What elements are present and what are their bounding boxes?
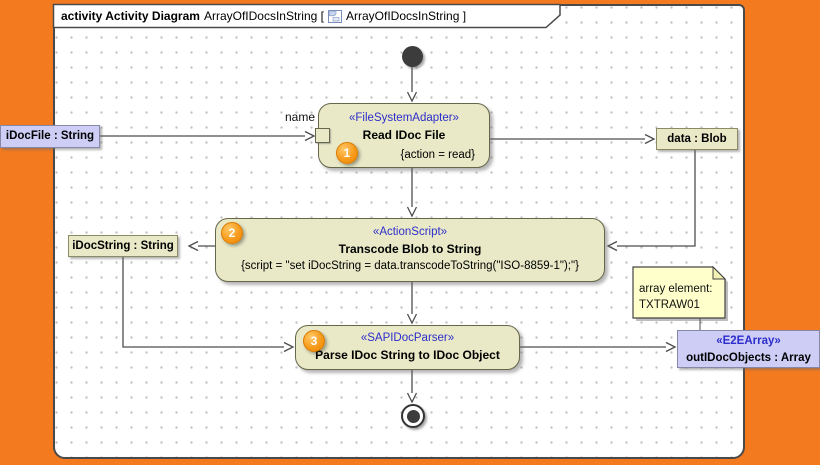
action-transcode-blob-to-string[interactable]: «ActionScript» Transcode Blob to String …: [215, 218, 605, 282]
stereotype-label: «SAPIDocParser»: [360, 332, 455, 344]
action-name: Read IDoc File: [362, 128, 446, 142]
note-text[interactable]: array element: TXTRAW01: [639, 281, 723, 313]
edge-read-to-transcode[interactable]: [406, 168, 418, 218]
action-name: Parse IDoc String to IDoc Object: [315, 348, 500, 362]
edge-initial-to-read[interactable]: [406, 67, 418, 103]
step-badge-1: 1: [336, 142, 358, 164]
initial-node[interactable]: [402, 46, 423, 67]
input-pin[interactable]: [315, 128, 330, 143]
diagram-icon: [328, 10, 342, 23]
step-badge-2: 2: [221, 222, 243, 244]
object-name: outIDocObjects : Array: [686, 352, 811, 364]
edge-idocstring-to-parse[interactable]: [122, 257, 295, 353]
action-name: Transcode Blob to String: [338, 242, 482, 256]
stereotype-label: «E2EArray»: [716, 335, 781, 347]
object-node-idocstring[interactable]: iDocString : String: [68, 235, 178, 257]
action-constraint: {action = read}: [400, 149, 476, 161]
action-parse-idoc-string[interactable]: «SAPIDocParser» Parse IDoc String to IDo…: [295, 325, 520, 370]
object-node-outidocobjects[interactable]: «E2EArray» outIDocObjects : Array: [677, 330, 820, 368]
final-node-dot: [406, 409, 420, 423]
frame-title: activity Activity Diagram ArrayOfIDocsIn…: [61, 8, 466, 25]
note-shape[interactable]: [632, 266, 726, 319]
step-badge-3: 3: [303, 330, 325, 352]
edge-data-to-transcode[interactable]: [606, 150, 696, 252]
edge-parse-to-final[interactable]: [406, 370, 418, 404]
note-fold-corner: [712, 265, 727, 280]
stereotype-label: «FileSystemAdapter»: [349, 112, 459, 124]
action-script-constraint: {script = "set iDocString = data.transco…: [241, 260, 579, 272]
frame-title-ref: ArrayOfIDocsInString ]: [346, 9, 467, 23]
note-line-2: TXTRAW01: [639, 299, 700, 311]
edge-read-to-data[interactable]: [490, 133, 656, 145]
frame-title-keyword: activity Activity Diagram: [61, 9, 200, 23]
stereotype-label: «ActionScript»: [372, 226, 448, 238]
frame-title-pentagon: [52, 3, 561, 29]
frame-title-name: ArrayOfIDocsInString [: [203, 9, 324, 23]
object-node-idocfile[interactable]: iDocFile : String: [0, 125, 100, 148]
edge-parse-to-out[interactable]: [520, 341, 677, 353]
edge-name-label[interactable]: name: [285, 110, 316, 124]
edge-transcode-to-parse[interactable]: [406, 282, 418, 325]
note-line-1: array element:: [639, 283, 713, 295]
object-node-data-blob[interactable]: data : Blob: [656, 128, 738, 150]
edge-idocfile-to-read-pin[interactable]: [100, 130, 316, 142]
activity-final-node[interactable]: [401, 404, 425, 428]
